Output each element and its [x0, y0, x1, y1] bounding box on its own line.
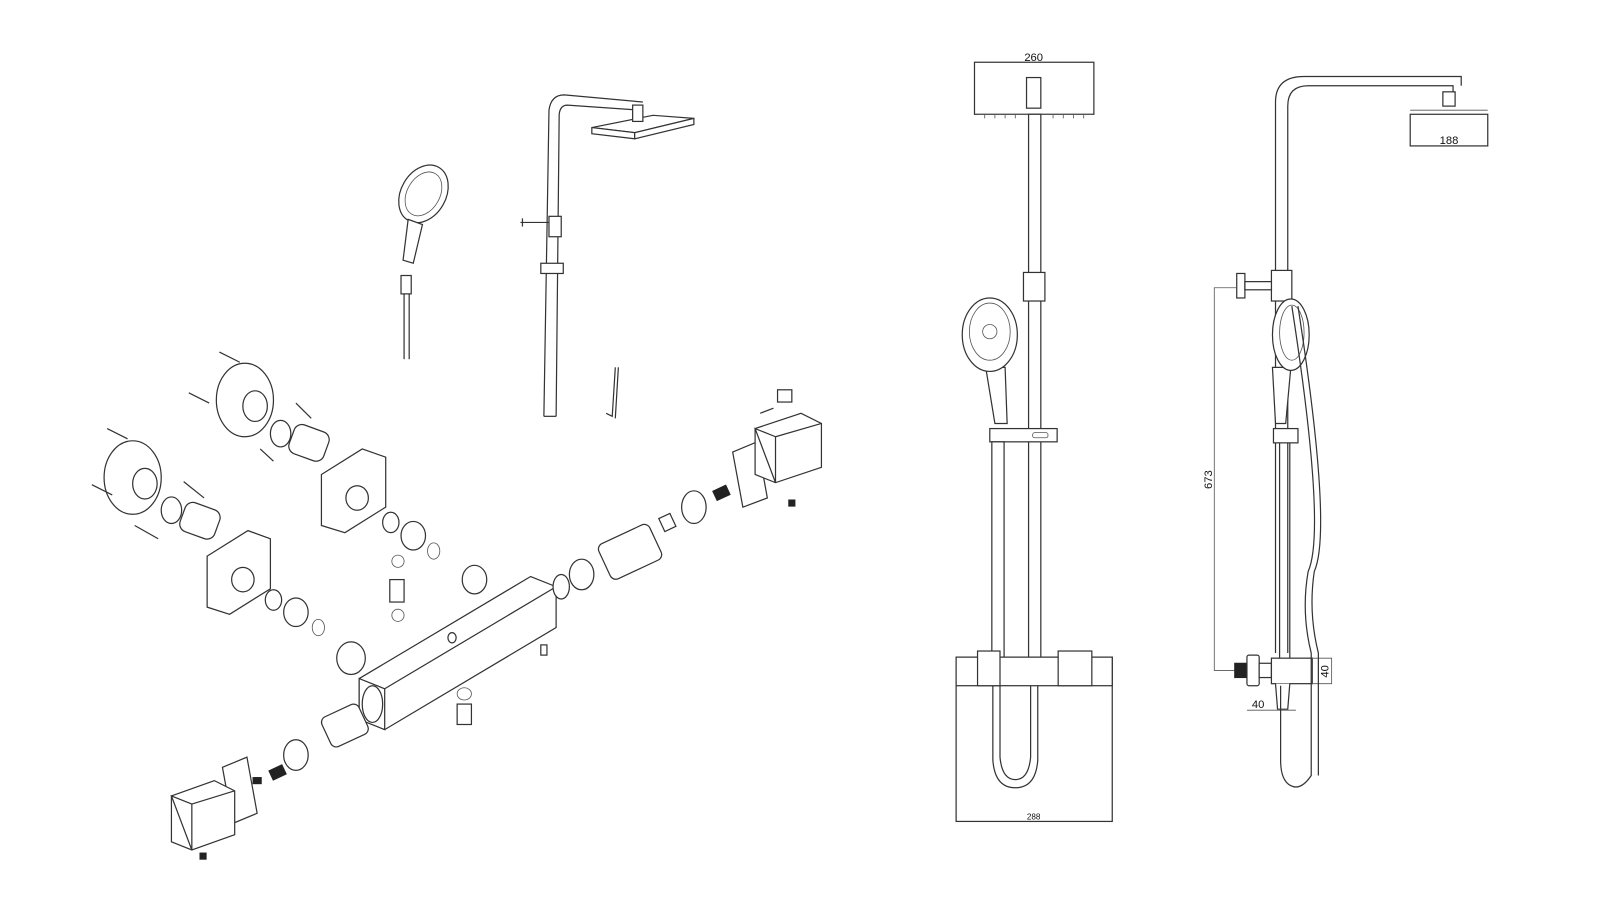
- flow-cartridge: [252, 703, 369, 785]
- dim-overall-width: 288: [1027, 812, 1041, 821]
- wall-flanges: [91, 351, 312, 540]
- hose-loop-front: [992, 685, 1039, 789]
- hose-side: [1280, 306, 1316, 788]
- riser-pipe-front: [1027, 113, 1042, 658]
- connectors-upper: [160, 419, 330, 540]
- dim-head-width-front: 260: [1024, 52, 1043, 64]
- rain-shower-head: [591, 104, 695, 140]
- right-handle: [731, 389, 823, 508]
- square-escutcheons: [206, 448, 387, 615]
- wall-bracket-side: [1236, 272, 1273, 299]
- dim-valve-offset: 40: [1252, 699, 1264, 711]
- dim-head-width-side: 188: [1440, 135, 1459, 147]
- slide-holder-front: [989, 427, 1058, 443]
- check-valves: [389, 554, 473, 726]
- overhead-head-side: [1409, 113, 1489, 147]
- front-elevation: 260 288: [955, 52, 1113, 823]
- allen-key: [605, 367, 619, 419]
- thermostatic-cartridge: [552, 484, 731, 600]
- exploded-view: [91, 94, 823, 860]
- dim-valve-depth: 40: [1320, 665, 1332, 677]
- dim-riser-height: 673: [1203, 470, 1215, 489]
- valve-side: [1234, 654, 1313, 710]
- hand-shower-front: [961, 297, 1018, 425]
- eccentric-connectors: [264, 511, 488, 676]
- hand-shower-side: [1271, 298, 1310, 425]
- left-handle: [170, 756, 258, 860]
- dim-riser-line: [1213, 287, 1237, 671]
- hand-shower: [398, 164, 449, 265]
- riser-rail: [520, 94, 643, 417]
- side-elevation: 188 673 40 40: [1203, 75, 1489, 788]
- riser-arm-side: [1274, 75, 1462, 654]
- shower-hose: [400, 274, 412, 360]
- thermostat-body: [358, 575, 557, 731]
